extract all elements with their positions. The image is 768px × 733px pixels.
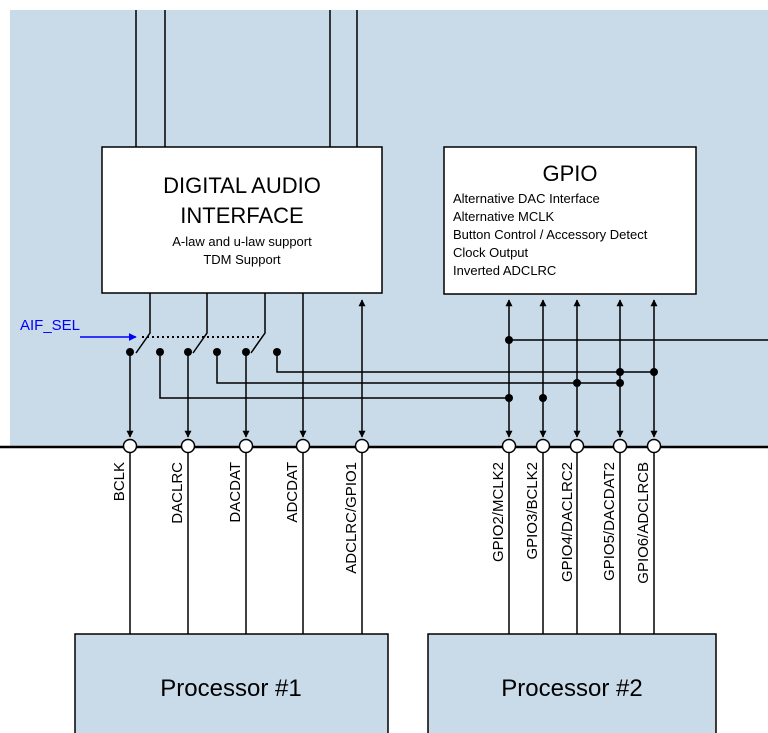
gpio-title: GPIO — [542, 161, 597, 186]
pin-label: BCLK — [111, 462, 128, 501]
pin-dacdat — [238, 438, 254, 454]
gpio-item: Clock Output — [453, 245, 529, 260]
processor-2-label: Processor #2 — [501, 675, 642, 702]
pin-adcdat — [295, 438, 311, 454]
dai-title-line1: DIGITAL AUDIO — [163, 173, 321, 198]
gpio-item: Button Control / Accessory Detect — [453, 227, 648, 242]
pin-bclk — [122, 438, 138, 454]
gpio-box — [443, 146, 697, 295]
switch-legs — [135, 293, 266, 354]
gpio-item: Alternative DAC Interface — [453, 191, 600, 206]
processor-1-box — [74, 633, 389, 733]
dai-title-line2: INTERFACE — [180, 203, 303, 228]
pin-label: GPIO5/DACDAT2 — [601, 462, 618, 581]
junction-dots — [505, 336, 658, 402]
pin-gpio3 — [535, 438, 551, 454]
pin-gpio2 — [501, 438, 517, 454]
pin-gpio6 — [646, 438, 662, 454]
pin-label: DACDAT — [227, 462, 244, 523]
pin-daclrc — [180, 438, 196, 454]
primary-pin-routes — [126, 293, 366, 438]
pin-label: ADCDAT — [284, 462, 301, 523]
pin-label: GPIO3/BCLK2 — [524, 462, 541, 560]
pin-circles — [122, 438, 662, 454]
pin-adclrc-gpio1 — [354, 438, 370, 454]
dai-subtitle-line2: TDM Support — [203, 252, 281, 267]
gpio-item: Inverted ADCLRC — [453, 263, 556, 278]
aif-sel-label: AIF_SEL — [20, 317, 80, 334]
pin-to-processor-lines — [129, 453, 655, 634]
gpio-item: Alternative MCLK — [453, 209, 554, 224]
alternate-gpio-routes — [159, 339, 768, 399]
pin-label: ADCLRC/GPIO1 — [343, 462, 360, 574]
top-bus-lines — [135, 10, 358, 147]
pin-label: GPIO6/ADCLRCB — [635, 462, 652, 584]
switch-contacts — [126, 348, 281, 356]
processor-2-box — [427, 633, 717, 733]
pin-label: GPIO4/DACLRC2 — [559, 462, 576, 582]
pin-label: GPIO2/MCLK2 — [490, 462, 507, 562]
processor-1-label: Processor #1 — [160, 675, 301, 702]
pin-gpio4 — [569, 438, 585, 454]
digital-audio-interface-box — [101, 146, 383, 294]
pin-label: DACLRC — [169, 462, 186, 524]
dai-subtitle-line1: A-law and u-law support — [172, 234, 312, 249]
pin-gpio5 — [612, 438, 628, 454]
